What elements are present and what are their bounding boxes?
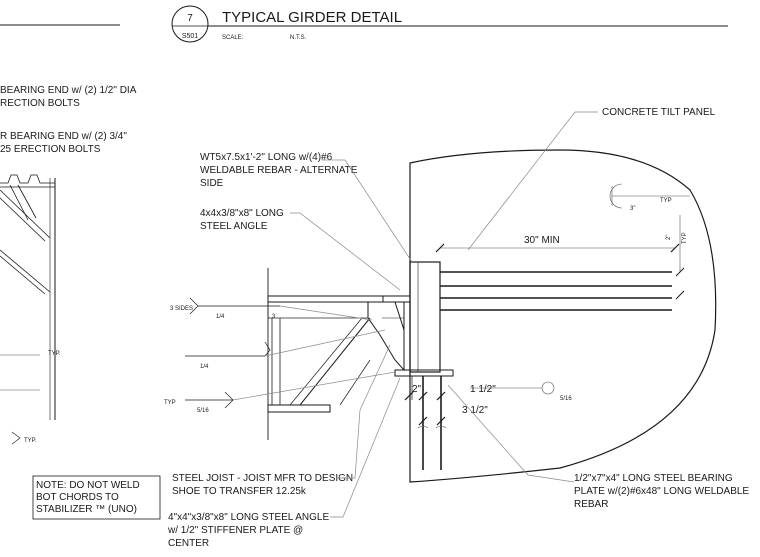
embed-dimension: 30" MIN [524,235,560,246]
note-box: NOTE: DO NOT WELD BOT CHORDS TO STABILIZ… [32,475,161,520]
wt-and-angle: WT5x7.5x1'-2" LONG w/(4)#6 WELDABLE REBA… [200,152,413,330]
left-partial-elevation: BEARING END w/ (2) 1/2" DIA RECTION BOLT… [0,85,137,445]
weld-size-3: 5/16 [197,408,209,414]
plate-line-1: 1/2"x7"x4" LONG STEEL BEARING [574,473,733,484]
weld-length-1: 3 [272,314,276,320]
panel-label: CONCRETE TILT PANEL [602,107,716,118]
angle-line-2: STEEL ANGLE [200,221,268,232]
stiffener-line-2: w/ 1/2" STIFFENER PLATE @ [167,525,303,536]
embed-plate: 2" 1 1/2" 3 1/2" 1/2"x7"x4" LONG STEEL B… [394,261,749,510]
weld-symbols: 3 SIDES 1/4 3 1/4 TYP 5/16 [164,297,396,414]
angle-line-1: 4x4x3/8"x8" LONG [200,208,284,219]
concrete-tilt-panel: CONCRETE TILT PANEL 30" MIN 3" TYP 2" TY… [409,107,717,483]
wt-line-3: SIDE [200,178,224,189]
spacing-typ: TYP [682,232,688,244]
weld-typ: TYP [164,400,176,406]
typ-label-lower: TYP. [24,438,37,444]
joist-line-1: STEEL JOIST - JOIST MFR TO DESIGN [172,473,353,484]
plate-line-3: REBAR [574,499,608,510]
plate-line-2: PLATE w/(2)#6x48" LONG WELDABLE [574,486,749,497]
weld-three-sides: 3 SIDES [170,306,193,312]
sheet-number: S501 [182,33,198,40]
stiffener-line-3: CENTER [168,538,209,549]
scale-value: N.T.S. [290,35,307,41]
dim-three-and-half: 3 1/2" [462,405,488,416]
dim-two-inch: 2" [412,384,422,395]
left-note-1-line-2: RECTION BOLTS [0,98,80,109]
detail-title: TYPICAL GIRDER DETAIL [222,9,402,26]
weld-size-1: 1/4 [216,314,225,320]
cover-typ: TYP [660,198,672,204]
typ-label-upper: TYP. [48,351,61,357]
joist-line-2: SHOE TO TRANSFER 12.25k [172,486,307,497]
steel-joist: STEEL JOIST - JOIST MFR TO DESIGN SHOE T… [167,268,411,549]
left-note-1-line-1: BEARING END w/ (2) 1/2" DIA [0,85,137,96]
stiffener-line-1: 4"x4"x3/8"x8" LONG STEEL ANGLE [168,512,329,523]
spacing-dimension: 2" [666,235,672,240]
detail-bubble [171,5,209,43]
note-line-2: BOT CHORDS TO [36,492,119,503]
left-note-2-line-2: 25 ERECTION BOLTS [0,144,101,155]
wt-line-2: WELDABLE REBAR - ALTERNATE [200,165,358,176]
panel-weld-size: 5/16 [560,396,572,402]
cover-dimension: 3" [630,206,635,212]
detail-number: 7 [187,13,193,24]
weld-size-2: 1/4 [200,364,209,370]
scale-label: SCALE: [222,35,244,41]
title-block: 7 S501 TYPICAL GIRDER DETAIL SCALE: N.T.… [0,5,728,43]
left-note-2-line-1: R BEARING END w/ (2) 3/4" [0,131,127,142]
note-line-3: STABILIZER ™ (UNO) [36,504,137,515]
dim-one-and-half: 1 1/2" [470,384,496,395]
note-line-1: NOTE: DO NOT WELD [36,480,140,491]
wt-line-1: WT5x7.5x1'-2" LONG w/(4)#6 [200,152,333,163]
